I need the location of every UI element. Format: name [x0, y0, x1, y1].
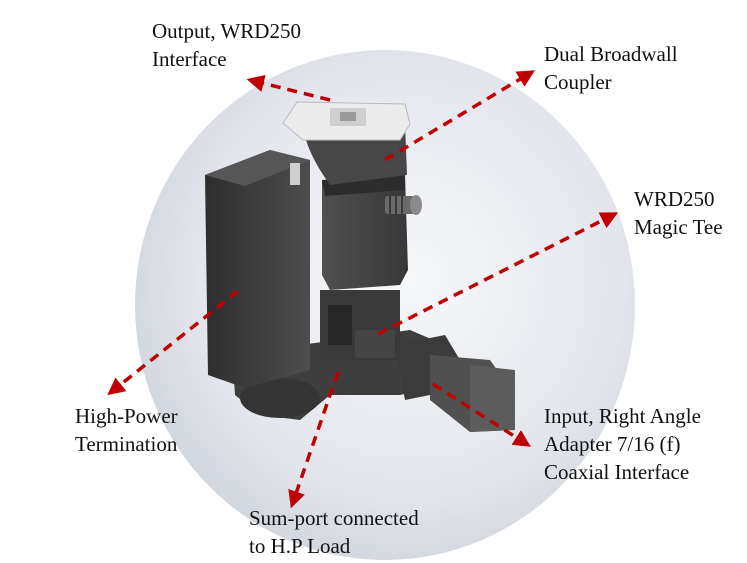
- coupler-screw: [385, 195, 422, 215]
- high-power-termination: [205, 150, 310, 388]
- label-input-line2: Adapter 7/16 (f): [544, 432, 681, 456]
- waveguide-assembly: [205, 101, 515, 432]
- label-coupler-line1: Dual Broadwall: [544, 42, 678, 66]
- arrow-coupler: [384, 70, 536, 162]
- label-magic-tee-line1: WRD250: [634, 187, 715, 211]
- label-output-line2: Interface: [152, 47, 227, 71]
- label-input-adapter: Input, Right Angle Adapter 7/16 (f) Coax…: [544, 402, 701, 486]
- arrow-sum-port: [288, 371, 340, 509]
- label-sum-port-line1: Sum-port connected: [249, 506, 419, 530]
- label-magic-tee-line2: Magic Tee: [634, 215, 723, 239]
- label-termination-line1: High-Power: [75, 404, 178, 428]
- label-termination-line2: Termination: [75, 432, 178, 456]
- label-output-line1: Output, WRD250: [152, 19, 301, 43]
- label-input-line1: Input, Right Angle: [544, 404, 701, 428]
- callout-arrows: [107, 70, 619, 509]
- arrow-magic-tee: [377, 212, 619, 336]
- label-sum-port-line2: to H.P Load: [249, 534, 351, 558]
- label-coupler-line2: Coupler: [544, 70, 612, 94]
- label-dual-broadwall-coupler: Dual Broadwall Coupler: [544, 40, 678, 96]
- arrow-input: [432, 382, 531, 447]
- label-input-line3: Coaxial Interface: [544, 460, 690, 484]
- arrow-termination: [107, 289, 240, 396]
- label-high-power-termination: High-Power Termination: [75, 402, 178, 458]
- arrow-output: [246, 74, 331, 102]
- label-output-interface: Output, WRD250 Interface: [152, 17, 301, 73]
- label-sum-port: Sum-port connected to H.P Load: [249, 504, 419, 560]
- label-magic-tee: WRD250 Magic Tee: [634, 185, 723, 241]
